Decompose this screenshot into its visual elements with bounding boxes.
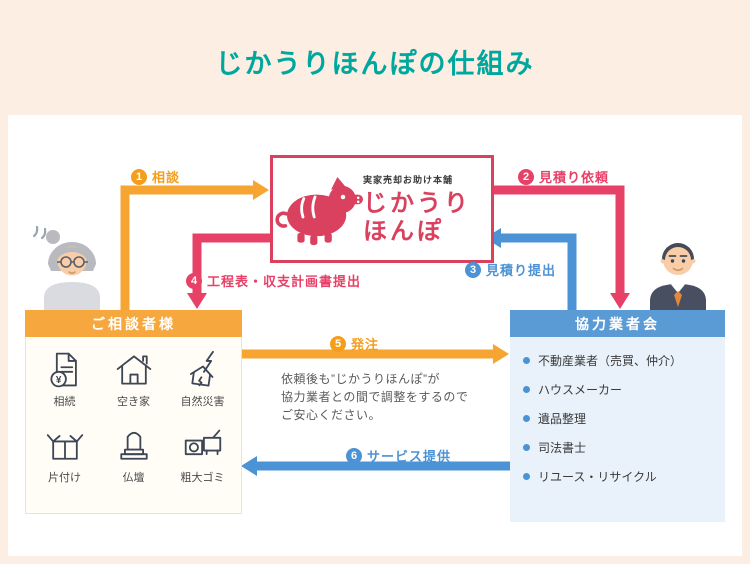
partners-box: 協力業者会 不動産業者（売買、仲介） ハウスメーカー 遺品整理 司法書士 リユー… bbox=[510, 310, 725, 522]
logo-text: 実家売却お助け本舗 じかうり ほんぽ bbox=[363, 173, 471, 245]
partners-header: 協力業者会 bbox=[510, 310, 725, 337]
consulter-item-inheritance: ¥ 相続 bbox=[30, 350, 99, 409]
partner-item: リユース・リサイクル bbox=[523, 468, 717, 485]
flow-label-6: 6 サービス提供 bbox=[346, 446, 451, 465]
consulter-item-disaster: 自然災害 bbox=[168, 350, 237, 409]
consulter-item-label: 自然災害 bbox=[180, 396, 225, 408]
bullet-icon bbox=[523, 386, 530, 393]
natural-disaster-icon bbox=[189, 350, 214, 387]
consulter-item-label: 相続 bbox=[53, 396, 76, 408]
consulter-illustration bbox=[26, 224, 114, 317]
flow-number-badge: 4 bbox=[186, 272, 202, 289]
consulter-box: ご相談者様 ¥ 相続 空き家 bbox=[25, 310, 242, 514]
flow-label-4: 4 工程表・収支計画書提出 bbox=[186, 271, 361, 290]
partner-item-label: 遺品整理 bbox=[538, 412, 587, 426]
inheritance-document-icon: ¥ bbox=[49, 352, 77, 388]
partner-item-label: 司法書士 bbox=[538, 441, 587, 455]
logo-box: 実家売却お助け本舗 じかうり ほんぽ bbox=[270, 155, 494, 263]
partner-item: 不動産業者（売買、仲介） bbox=[523, 352, 717, 369]
partner-list: 不動産業者（売買、仲介） ハウスメーカー 遺品整理 司法書士 リユース・リサイク… bbox=[510, 337, 725, 522]
partner-item-label: リユース・リサイクル bbox=[538, 470, 657, 484]
boar-mascot-icon bbox=[275, 177, 363, 245]
partner-item: ハウスメーカー bbox=[523, 381, 717, 398]
consulter-item-grid: ¥ 相続 空き家 自然災害 bbox=[26, 337, 241, 485]
cleanup-box-icon bbox=[46, 434, 83, 460]
flow-label-text: サービス提供 bbox=[367, 449, 452, 464]
note-text: 依頼後も”じかうりほんぽ”が 協力業者との間で調整をするので ご安心ください。 bbox=[281, 370, 468, 424]
consulter-item-bulky-waste: 粗大ゴミ bbox=[168, 426, 237, 485]
partner-illustration bbox=[634, 226, 722, 319]
elderly-woman-icon bbox=[32, 225, 100, 312]
bullet-icon bbox=[523, 444, 530, 451]
page-title: じかうりほんぽの仕組み bbox=[215, 49, 535, 79]
businessman-icon bbox=[650, 243, 706, 314]
bullet-icon bbox=[523, 357, 530, 364]
flow-number-badge: 1 bbox=[131, 168, 147, 185]
partner-item: 遺品整理 bbox=[523, 410, 717, 427]
consulter-item-label: 仏壇 bbox=[122, 472, 145, 484]
note-line-3: ご安心ください。 bbox=[281, 408, 382, 422]
consulter-item-altar: 仏壇 bbox=[99, 426, 168, 485]
note-line-2: 協力業者との間で調整をするので bbox=[281, 390, 469, 404]
logo-tagline: 実家売却お助け本舗 bbox=[363, 174, 454, 185]
consulter-item-cleanup: 片付け bbox=[30, 426, 99, 485]
consulter-item-label: 空き家 bbox=[117, 396, 150, 408]
flow-label-text: 見積り依頼 bbox=[539, 170, 610, 185]
consulter-item-vacant-house: 空き家 bbox=[99, 350, 168, 409]
flow-label-text: 見積り提出 bbox=[486, 263, 557, 278]
partner-item-label: ハウスメーカー bbox=[538, 383, 623, 397]
logo-name-line1: じかうり bbox=[363, 189, 471, 217]
flow-label-2: 2 見積り依頼 bbox=[518, 167, 609, 186]
consulter-item-label: 片付け bbox=[48, 472, 81, 484]
flow-label-text: 発注 bbox=[351, 337, 380, 352]
flow-label-5: 5 発注 bbox=[330, 334, 379, 353]
flow-number-badge: 5 bbox=[330, 335, 346, 352]
bullet-icon bbox=[523, 473, 530, 480]
flow-number-badge: 3 bbox=[465, 261, 481, 278]
flow-label-3: 3 見積り提出 bbox=[465, 260, 556, 279]
flow-number-badge: 6 bbox=[346, 447, 362, 464]
consulter-header: ご相談者様 bbox=[25, 310, 242, 337]
buddhist-altar-icon bbox=[119, 431, 148, 460]
flow-label-text: 工程表・収支計画書提出 bbox=[207, 274, 362, 289]
flow-label-1: 1 相談 bbox=[131, 167, 180, 186]
bullet-icon bbox=[523, 415, 530, 422]
svg-text:¥: ¥ bbox=[55, 375, 61, 386]
partner-item-label: 不動産業者（売買、仲介） bbox=[538, 354, 683, 368]
note-line-1: 依頼後も”じかうりほんぽ”が bbox=[281, 372, 440, 386]
flow-number-badge: 2 bbox=[518, 168, 534, 185]
partner-item: 司法書士 bbox=[523, 439, 717, 456]
logo-name-line2: ほんぽ bbox=[363, 217, 444, 245]
consulter-item-label: 粗大ゴミ bbox=[180, 472, 225, 484]
vacant-house-icon bbox=[116, 355, 151, 385]
flow-label-text: 相談 bbox=[152, 170, 181, 185]
bulky-waste-icon bbox=[184, 429, 221, 456]
